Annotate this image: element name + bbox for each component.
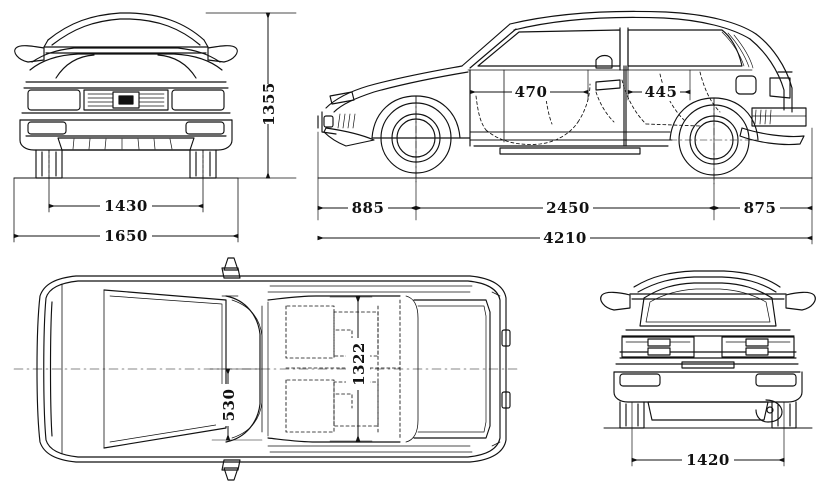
dim-label-front-door-opening: 470: [515, 83, 548, 101]
dim-label-overall-height: 1355: [260, 82, 278, 126]
dim-label-front-track: 1430: [104, 197, 148, 215]
licence-plate: [681, 361, 735, 369]
side-headlight: [329, 91, 355, 105]
fuel-filler-cap: [735, 75, 757, 95]
front-mirror-right: [207, 45, 238, 63]
side-view-car: [317, 10, 813, 185]
dim-label-rear-overhang: 875: [744, 199, 777, 217]
headlight-right: [171, 89, 225, 111]
side-skirt: [499, 147, 641, 155]
rear-side-window: [627, 29, 743, 67]
rear-mirror-right: [785, 291, 816, 311]
rear-valance: [647, 401, 769, 421]
taillight-left: [621, 336, 695, 358]
seat-front-right: [285, 379, 335, 433]
front-grille: [83, 89, 169, 111]
front-view-car: [13, 12, 239, 179]
dim-label-interior-width: 1322: [350, 342, 368, 386]
dim-label-wheelbase: 2450: [546, 199, 590, 217]
front-turn-signal-right: [185, 121, 225, 135]
dim-label-overall-length: 4210: [543, 229, 587, 247]
side-mirror: [595, 54, 613, 69]
rear-hatch-glass: [639, 282, 777, 327]
rear-reflector-right: [755, 373, 797, 387]
plan-taillight-right: [501, 391, 511, 409]
rear-mirror-left: [600, 291, 631, 311]
seat-front-left: [285, 305, 335, 359]
dim-label-front-overhang: 885: [352, 199, 385, 217]
front-turn-signal-left: [27, 121, 67, 135]
dim-label-rear-track: 1420: [686, 451, 730, 469]
side-taillight: [769, 77, 791, 99]
top-view-car: [13, 257, 521, 481]
dim-label-overall-width: 1650: [104, 227, 148, 245]
seat-rear-left: [333, 311, 379, 357]
rear-reflector-left: [619, 373, 661, 387]
taillight-right: [721, 336, 795, 358]
plan-mirror-right: [221, 459, 241, 471]
dim-label-rear-door-opening: 445: [645, 83, 678, 101]
plan-body-outline: [36, 275, 507, 463]
front-mirror-left: [14, 45, 45, 63]
headlight-left: [27, 89, 81, 111]
door-handle: [595, 79, 621, 91]
plan-mirror-left: [221, 267, 241, 279]
rear-view-car: [600, 270, 816, 429]
dimension-labels: 1355 1430 1650 470 445 885 2450 875 4210…: [100, 82, 780, 470]
plan-taillight-left: [501, 329, 511, 347]
hood-panel: [103, 289, 227, 449]
dim-label-seat-offset: 530: [220, 389, 238, 422]
